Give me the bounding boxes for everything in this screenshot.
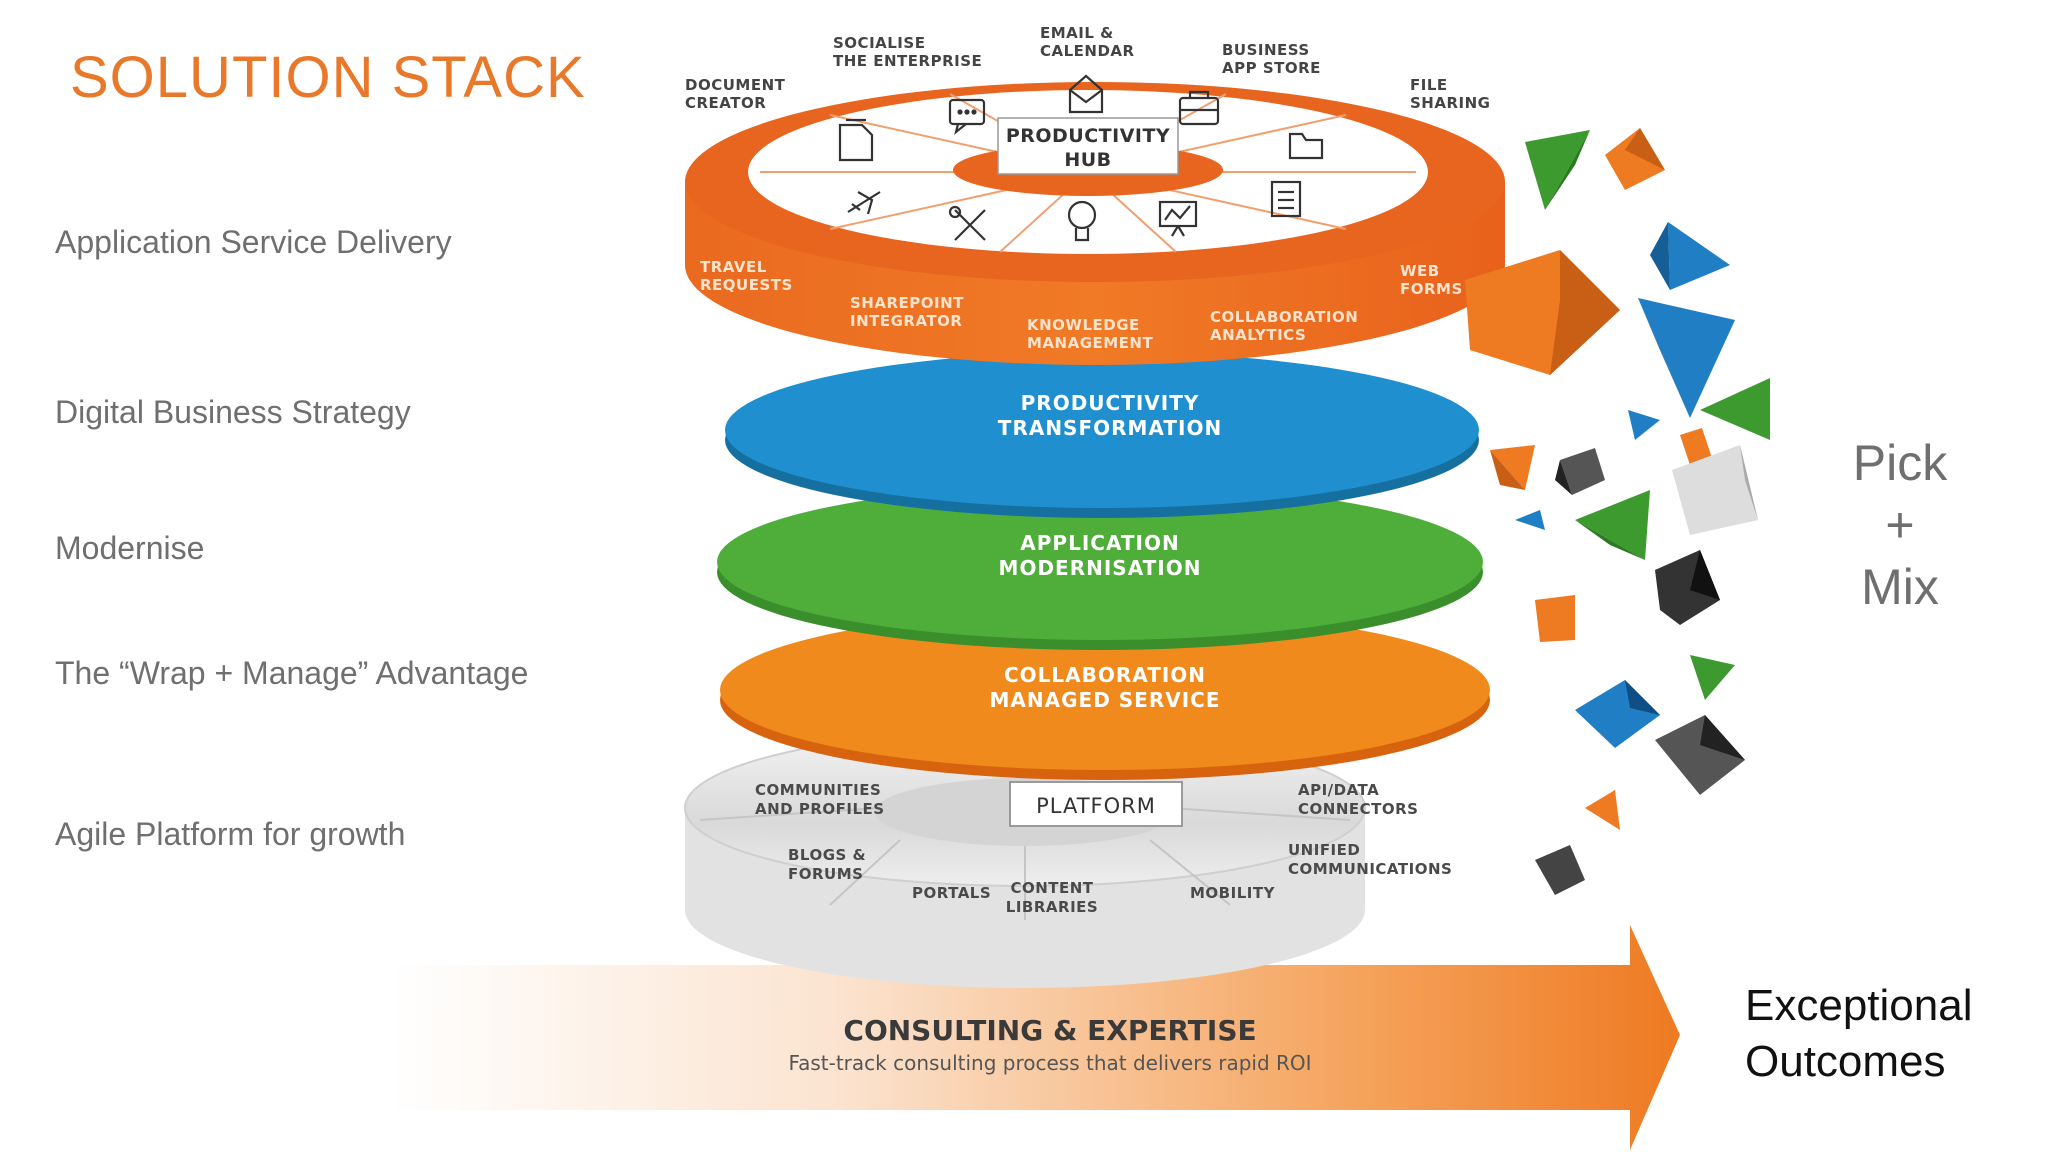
platform-label-blogs: BLOGS &FORUMS xyxy=(788,846,866,883)
tools-icon xyxy=(948,205,986,241)
airplane-icon xyxy=(847,191,881,215)
label-digital-business-strategy: Digital Business Strategy xyxy=(55,394,411,430)
consulting-arrow: CONSULTING & EXPERTISE Fast-track consul… xyxy=(390,925,1680,1150)
mix-label: Mix xyxy=(1861,559,1939,615)
lightbulb-icon xyxy=(1067,200,1097,242)
email-icon xyxy=(1068,74,1104,114)
form-icon xyxy=(1270,180,1302,218)
exceptional-outcomes: Exceptional Outcomes xyxy=(1745,978,1972,1090)
label-agile-platform: Agile Platform for growth xyxy=(55,816,406,852)
label-wrap-manage: The “Wrap + Manage” Advantage xyxy=(55,655,529,691)
outcomes-line2: Outcomes xyxy=(1745,1037,1946,1086)
platform-title: PLATFORM xyxy=(1036,794,1156,818)
platform-label-portals: PORTALS xyxy=(912,884,991,902)
document-icon xyxy=(838,118,874,162)
folder-icon xyxy=(1288,132,1324,160)
scattered-shapes xyxy=(1465,128,1770,895)
chat-icon xyxy=(948,98,986,135)
pick-label: Pick xyxy=(1852,435,1948,491)
briefcase-icon xyxy=(1178,90,1220,126)
platform-label-mobility: MOBILITY xyxy=(1190,884,1276,902)
chart-icon xyxy=(1158,200,1198,237)
slide-title: SOLUTION STACK xyxy=(70,45,586,110)
hub-label-email: EMAIL &CALENDAR xyxy=(1040,24,1135,60)
consulting-title: CONSULTING & EXPERTISE xyxy=(843,1014,1256,1047)
label-modernise: Modernise xyxy=(55,530,205,566)
plus-label: + xyxy=(1885,497,1915,553)
outcomes-line1: Exceptional xyxy=(1745,981,1973,1030)
label-application-service-delivery: Application Service Delivery xyxy=(55,224,452,260)
consulting-subtitle: Fast-track consulting process that deliv… xyxy=(788,1051,1311,1075)
